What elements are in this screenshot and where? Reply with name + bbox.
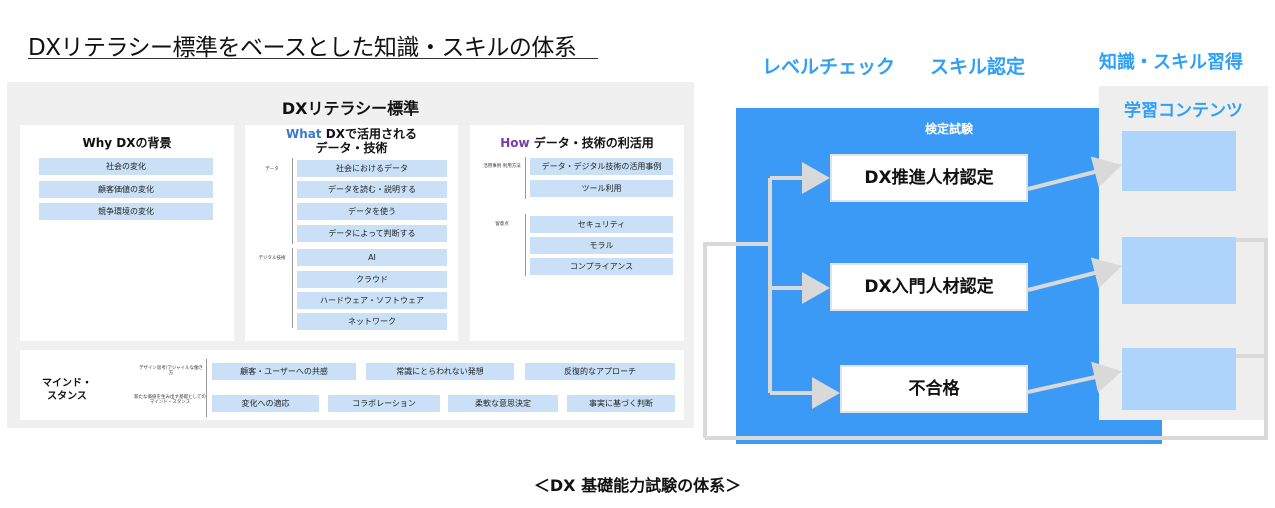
divider (525, 157, 526, 199)
what-card-title: What DXで活用される (245, 127, 458, 141)
title-underline (28, 58, 598, 59)
what-data-item: データを使う (297, 203, 447, 220)
intro-to-content (1027, 257, 1122, 292)
how-title-text: データ・技術の利活用 (529, 136, 654, 150)
figure-caption: ＜DX 基礎能力試験の体系＞ (533, 476, 742, 495)
mind-item: 事実に基づく判断 (567, 395, 675, 412)
mind-item: 常識にとらわれない発想 (366, 363, 514, 380)
mind-label-design: デザイン思考/アジャイルな働き方 (138, 366, 204, 376)
what-label-digital: デジタル技術 (258, 256, 286, 261)
loop-back-line (703, 242, 770, 438)
mind-item: 変化への適応 (212, 395, 319, 412)
standard-title: DXリテラシー標準 (281, 99, 420, 118)
content-box (1122, 237, 1236, 304)
how-caution-item: セキュリティ (530, 216, 673, 233)
how-case-item: データ・デジタル技術の活用事例 (530, 158, 673, 175)
how-caution-item: コンプライアンス (530, 258, 673, 275)
how-card-title: How データ・技術の利活用 (470, 136, 684, 150)
mind-item: コラボレーション (328, 395, 440, 412)
why-item: 社会の変化 (39, 158, 213, 175)
learning-content-title: 学習コンテンツ (1124, 101, 1243, 121)
mind-item: 柔軟な意思決定 (448, 395, 558, 412)
why-prefix: Why (82, 136, 113, 150)
what-data-item: 社会におけるデータ (297, 160, 447, 177)
promo-to-content (1027, 156, 1122, 191)
what-label-data: データ (265, 167, 279, 172)
how-card: How データ・技術の利活用 活用事例 利用方法 データ・デジタル技術の活用事例… (470, 125, 684, 341)
mind-title-line1: マインド・ (42, 378, 92, 389)
what-title-text: DXで活用される (321, 127, 418, 141)
what-data-item: データを読む・説明する (297, 181, 447, 198)
mind-label-new: 新たな価値を生み出す基礎としてのマインド・スタンス (134, 395, 206, 405)
divider (292, 248, 293, 328)
why-item: 競争環境の変化 (39, 203, 213, 220)
how-label-cases: 活用事例 利用方法 (483, 164, 521, 169)
exam-title: 検定試験 (924, 122, 973, 136)
why-card: Why DXの背景 社会の変化 顧客価値の変化 競争環境の変化 (20, 125, 234, 341)
how-caution-item: モラル (530, 237, 673, 254)
content-box (1122, 348, 1236, 410)
mind-stance-card: マインド・ スタンス デザイン思考/アジャイルな働き方 新たな価値を生み出す基礎… (20, 350, 684, 420)
why-card-title: Why DXの背景 (20, 136, 234, 150)
what-tech-item: ハードウェア・ソフトウェア (297, 292, 447, 309)
divider (525, 214, 526, 276)
how-prefix: How (500, 136, 530, 150)
content-box (1122, 131, 1236, 191)
why-item: 顧客価値の変化 (39, 181, 213, 198)
why-title-text: DXの背景 (112, 136, 172, 150)
what-prefix: What (285, 127, 322, 141)
divider (292, 158, 293, 244)
mind-title-line2: スタンス (47, 391, 87, 402)
header-level-check: レベルチェック (762, 56, 896, 78)
cert-dx-promotion: DX推進人材認定 (830, 154, 1028, 202)
header-knowledge: 知識・スキル習得 (1099, 52, 1243, 73)
what-card: What DXで活用される データ・技術 データ 社会におけるデータ データを読… (245, 125, 458, 341)
mind-item: 反復的なアプローチ (525, 363, 675, 380)
how-case-item: ツール利用 (530, 180, 673, 197)
what-tech-item: ネットワーク (297, 313, 447, 330)
how-label-caution: 留意点 (495, 222, 509, 227)
fail-to-content (1027, 361, 1122, 394)
what-data-item: データによって判断する (297, 225, 447, 242)
what-tech-item: クラウド (297, 271, 447, 288)
what-card-title-line2: データ・技術 (315, 141, 388, 155)
what-tech-item: AI (297, 249, 447, 266)
mind-item: 顧客・ユーザーへの共感 (212, 363, 356, 380)
mind-title: マインド・ スタンス (32, 377, 102, 403)
content-loop-line (705, 238, 1268, 440)
cert-dx-intro: DX入門人材認定 (830, 263, 1028, 311)
main-title: DXリテラシー標準をベースとした知識・スキルの体系 (28, 35, 577, 61)
header-skill-cert: スキル認定 (930, 56, 1026, 78)
divider (206, 359, 207, 417)
result-fail: 不合格 (840, 365, 1028, 413)
